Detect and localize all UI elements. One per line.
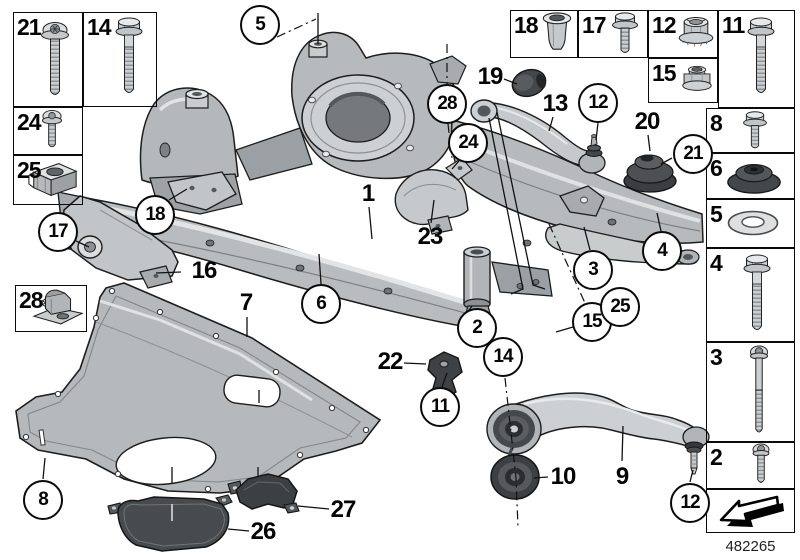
callout-circle-11[interactable]: 11 xyxy=(420,387,460,427)
tension-strut-illustration xyxy=(470,99,606,174)
callout-circle-8[interactable]: 8 xyxy=(23,480,63,520)
legend-box-14[interactable] xyxy=(83,12,157,107)
part-label-10[interactable]: 10 xyxy=(550,463,577,490)
part-label-7[interactable]: 7 xyxy=(239,289,253,316)
legend-number-17[interactable]: 17 xyxy=(582,12,607,38)
legend-box-15[interactable] xyxy=(648,58,718,103)
part-label-9[interactable]: 9 xyxy=(615,463,629,490)
legend-number-3[interactable]: 3 xyxy=(710,344,723,370)
callout-circle-2[interactable]: 2 xyxy=(457,308,497,348)
callout-circle-12[interactable]: 12 xyxy=(670,483,710,523)
legend-box-25[interactable] xyxy=(13,155,83,205)
legend-box-12[interactable] xyxy=(648,10,718,58)
callout-circle-18[interactable]: 18 xyxy=(135,195,175,235)
legend-box-3[interactable] xyxy=(706,342,795,442)
cover-27-illustration xyxy=(227,473,300,514)
callout-circle-6[interactable]: 6 xyxy=(301,284,341,324)
bushing-19-illustration xyxy=(511,68,547,98)
callout-circle-21[interactable]: 21 xyxy=(673,134,713,174)
part-label-26[interactable]: 26 xyxy=(250,518,277,545)
part-label-13[interactable]: 13 xyxy=(542,90,569,117)
part-label-19[interactable]: 19 xyxy=(477,63,504,90)
legend-number-2[interactable]: 2 xyxy=(710,444,723,470)
cover-26-illustration xyxy=(107,494,233,552)
callout-circle-4[interactable]: 4 xyxy=(642,231,682,271)
legend-box-2[interactable] xyxy=(706,442,795,489)
legend-number-25[interactable]: 25 xyxy=(17,157,42,183)
callout-circle-12[interactable]: 12 xyxy=(578,83,618,123)
legend-box-28[interactable] xyxy=(15,285,87,332)
legend-box-8[interactable] xyxy=(706,108,795,153)
legend-number-5[interactable]: 5 xyxy=(710,201,723,227)
callout-circle-14[interactable]: 14 xyxy=(483,337,523,377)
wishbone-illustration xyxy=(486,392,710,475)
legend-box-arrow[interactable] xyxy=(706,489,795,533)
legend-number-14[interactable]: 14 xyxy=(87,14,112,40)
callout-circle-5[interactable]: 5 xyxy=(240,5,280,45)
part-label-16[interactable]: 16 xyxy=(191,257,218,284)
part-label-1[interactable]: 1 xyxy=(361,180,375,207)
legend-number-11[interactable]: 11 xyxy=(722,12,745,38)
legend-box-4[interactable] xyxy=(706,248,795,342)
legend-box-5[interactable] xyxy=(706,199,795,248)
legend-box-21[interactable] xyxy=(13,12,83,107)
rubber-mount-20-illustration xyxy=(623,154,677,193)
part-label-20[interactable]: 20 xyxy=(634,108,661,135)
callout-circle-3[interactable]: 3 xyxy=(573,250,613,290)
callout-circle-25[interactable]: 25 xyxy=(600,287,640,327)
legend-box-18[interactable] xyxy=(510,10,578,58)
callout-circle-28[interactable]: 28 xyxy=(427,84,467,124)
legend-number-4[interactable]: 4 xyxy=(710,250,723,276)
callout-circle-17[interactable]: 17 xyxy=(38,212,78,252)
part-label-23[interactable]: 23 xyxy=(417,223,444,250)
legend-box-11[interactable] xyxy=(718,10,795,108)
legend-box-24[interactable] xyxy=(13,107,83,155)
legend-number-12[interactable]: 12 xyxy=(652,12,677,38)
legend-number-28[interactable]: 28 xyxy=(19,287,44,313)
callout-circle-24[interactable]: 24 xyxy=(448,123,488,163)
part-label-27[interactable]: 27 xyxy=(330,496,357,523)
callout-circle-15[interactable]: 15 xyxy=(572,302,612,342)
legend-number-21[interactable]: 21 xyxy=(17,14,42,40)
skid-plate-illustration xyxy=(15,282,382,494)
part-label-22[interactable]: 22 xyxy=(377,348,404,375)
legend-box-6[interactable] xyxy=(706,153,795,199)
legend-box-17[interactable] xyxy=(578,10,648,58)
document-number: 482265 xyxy=(725,538,776,555)
heat-shield-illustration xyxy=(394,157,473,235)
legend-number-6[interactable]: 6 xyxy=(710,155,723,181)
bushing-10-illustration xyxy=(490,454,540,500)
legend-number-18[interactable]: 18 xyxy=(514,12,539,38)
legend-number-24[interactable]: 24 xyxy=(17,109,42,135)
legend-number-15[interactable]: 15 xyxy=(652,60,677,86)
legend-number-8[interactable]: 8 xyxy=(710,110,723,136)
